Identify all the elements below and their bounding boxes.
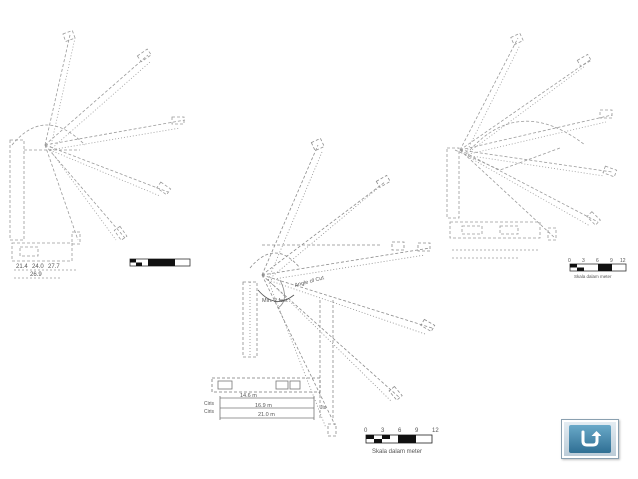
- center-callout-min-distance: Min. 2 feet: [262, 298, 288, 304]
- right-scale-tick-9: 9: [610, 258, 613, 264]
- right-scale-tick-12: 12: [620, 258, 626, 264]
- back-button[interactable]: [561, 419, 619, 459]
- center-scale-caption: Skala dalam meter: [372, 449, 422, 455]
- center-scale-tick-0: 0: [364, 428, 368, 434]
- left-dim-3: 27.7: [48, 264, 60, 270]
- center-dim-2: 16.9 m: [255, 403, 272, 409]
- center-side-label-2: Ciris: [204, 409, 214, 415]
- right-scale-bar: 0 3 6 9 12 Skala dalam meter: [568, 258, 627, 279]
- center-chassis: [211, 377, 321, 420]
- left-dim-2: 24.0: [32, 264, 44, 270]
- right-crane-diagram: [446, 32, 618, 259]
- center-scale-tick-12: 12: [432, 428, 439, 434]
- right-scale-tick-3: 3: [582, 258, 585, 264]
- center-crane-diagram: [242, 137, 436, 437]
- back-button-face[interactable]: [569, 425, 611, 453]
- center-callout-angle: Angle of Cut: [294, 275, 325, 289]
- right-scale-tick-6: 6: [596, 258, 599, 264]
- right-scale-caption: Skala dalam meter: [574, 274, 612, 279]
- left-dim-4: 26.9: [30, 272, 42, 278]
- left-scale-bar: [129, 258, 191, 267]
- center-side-label-3: Jis: [320, 405, 327, 411]
- left-dimension-labels: 21.4 24.0 27.7 26.9: [16, 264, 60, 278]
- center-dim-1: 14.6 m: [240, 393, 257, 399]
- right-scale-tick-0: 0: [568, 258, 571, 264]
- center-scale-tick-9: 9: [415, 428, 419, 434]
- center-scale-tick-3: 3: [381, 428, 385, 434]
- center-scale-tick-6: 6: [398, 428, 402, 434]
- return-arrow-icon: [581, 430, 601, 447]
- center-scale-bar: 0 3 6 9 12 Skala dalam meter: [364, 428, 439, 455]
- center-dim-3: 21.0 m: [258, 412, 275, 418]
- left-crane-diagram: [9, 30, 186, 279]
- center-side-label-1: Ciris: [204, 401, 214, 407]
- left-dim-1: 21.4: [16, 264, 28, 270]
- center-dimension-labels: 14.6 m 16.9 m 21.0 m Ciris Ciris Jis: [204, 393, 327, 418]
